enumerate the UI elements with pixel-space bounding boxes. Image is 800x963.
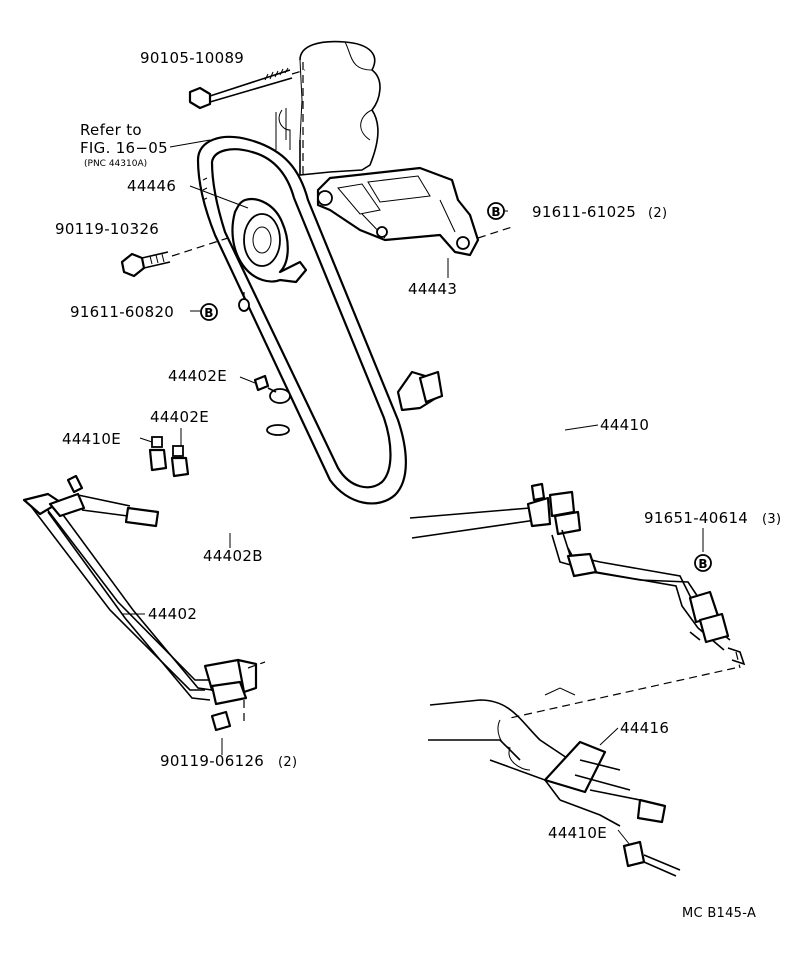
label-clamp-bottom: 44410E bbox=[548, 824, 607, 842]
return-hose bbox=[151, 421, 552, 539]
marker-b-lower: B bbox=[694, 554, 712, 572]
marker-b-right-letter: B bbox=[491, 205, 500, 219]
label-pressure-hose: 44410 bbox=[600, 416, 649, 434]
label-refer-line1: Refer to bbox=[80, 121, 142, 139]
label-clamp-top: 44402E bbox=[168, 367, 227, 385]
label-bolt-left: 90119-10326 bbox=[55, 220, 159, 238]
labels: 90105-10089 Refer to FIG. 16−05 (PNC 443… bbox=[55, 49, 781, 921]
label-clamp-mid: 44402E bbox=[150, 408, 209, 426]
steering-gear bbox=[428, 667, 736, 877]
label-bolt-bottom-qty: (2) bbox=[278, 755, 297, 770]
drive-belt bbox=[196, 135, 407, 505]
label-bolt-b-lower: 91651-40614 bbox=[644, 509, 748, 527]
label-gear-bracket: 44416 bbox=[620, 719, 669, 737]
label-bracket: 44443 bbox=[408, 280, 457, 298]
label-bolt-b-left: 91611-60820 bbox=[70, 303, 174, 321]
label-bolt-b-lower-qty: (3) bbox=[762, 512, 781, 527]
label-return-tube: 44402 bbox=[148, 605, 197, 623]
return-tube bbox=[22, 474, 266, 732]
label-refer-line2: FIG. 16−05 bbox=[80, 139, 168, 157]
label-bolt-bottom: 90119-06126 bbox=[160, 752, 264, 770]
marker-b-right: B bbox=[487, 202, 505, 220]
pump-body bbox=[275, 40, 381, 178]
label-bolt-b-right: 91611-61025 bbox=[532, 203, 636, 221]
clamp-left bbox=[148, 436, 168, 472]
marker-b-lower-letter: B bbox=[698, 557, 707, 571]
label-refer-line3: (PNC 44310A) bbox=[84, 159, 147, 169]
label-clamp-left: 44410E bbox=[62, 430, 121, 448]
label-return-hose: 44402B bbox=[203, 547, 263, 565]
pump-bracket bbox=[316, 166, 516, 257]
label-pulley: 44446 bbox=[127, 177, 176, 195]
bolt-top bbox=[188, 67, 306, 110]
clamp-top bbox=[253, 374, 291, 404]
leader-lines bbox=[122, 139, 704, 846]
bolt-left bbox=[120, 237, 229, 278]
marker-b-left-letter: B bbox=[204, 306, 213, 320]
figure-code: MC B145-A bbox=[682, 906, 756, 921]
marker-b-left: B bbox=[200, 303, 218, 321]
right-tube-assembly bbox=[551, 529, 746, 669]
clamp-mid bbox=[170, 445, 190, 478]
label-bolt-b-right-qty: (2) bbox=[648, 206, 667, 221]
label-bolt-top: 90105-10089 bbox=[140, 49, 244, 67]
pressure-hose bbox=[396, 357, 582, 536]
pulley bbox=[231, 198, 308, 312]
